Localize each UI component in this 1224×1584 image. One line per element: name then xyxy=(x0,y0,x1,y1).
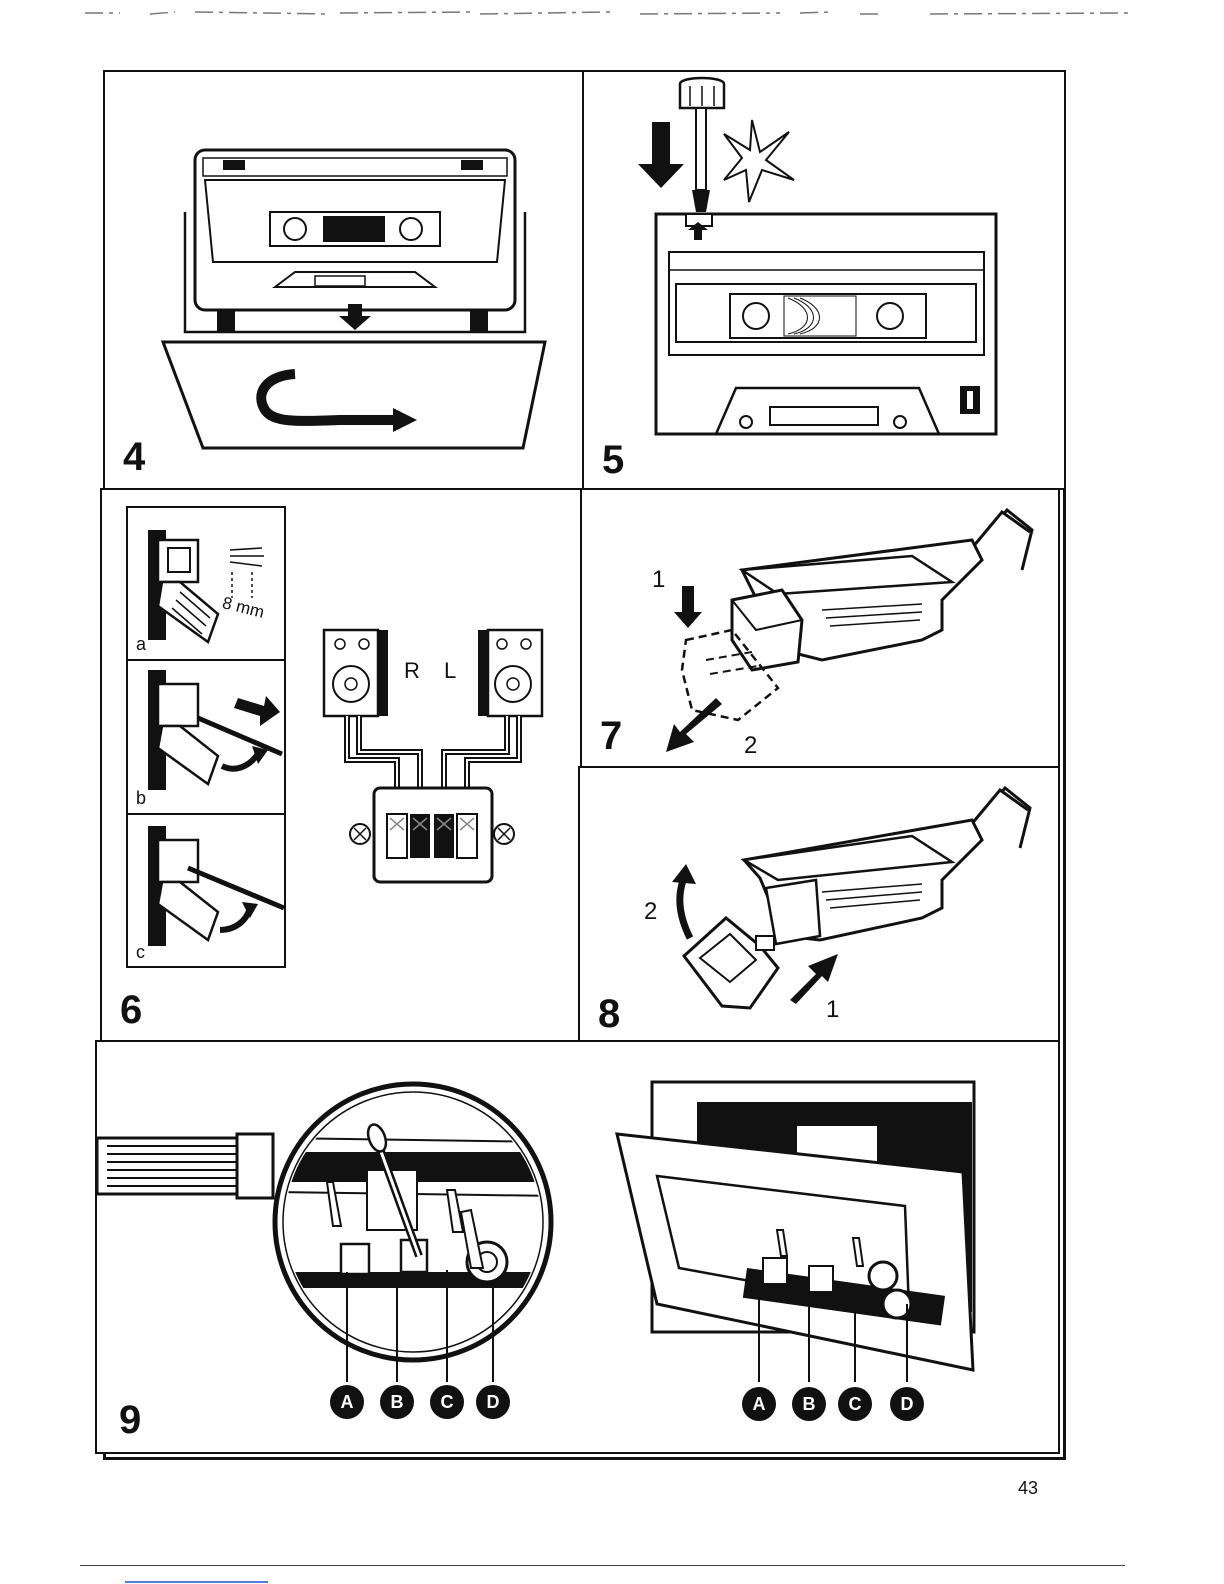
figure-8-panel: 2 1 8 xyxy=(578,766,1060,1046)
step-1-label: 1 xyxy=(826,996,839,1024)
scan-artifact-top xyxy=(0,0,1224,30)
stylus-removal-illustration xyxy=(582,490,1062,770)
callout-a-left: A xyxy=(330,1385,364,1419)
callout-c-left: C xyxy=(430,1385,464,1419)
figure-5-panel: 5 xyxy=(582,70,1066,490)
callout-a-right: A xyxy=(742,1387,776,1421)
callout-b-right: B xyxy=(792,1387,826,1421)
page-number: 43 xyxy=(1018,1478,1038,1499)
left-channel-label: L xyxy=(444,658,456,684)
step-1-label: 1 xyxy=(652,566,665,594)
figure-7-panel: 1 2 7 xyxy=(580,488,1060,768)
right-channel-label: R xyxy=(404,658,420,684)
figure-9-panel: A B C D A B C D 9 xyxy=(95,1040,1060,1454)
step-2-label: 2 xyxy=(644,898,657,926)
figure-number: 5 xyxy=(602,440,624,480)
figure-4-panel: 4 xyxy=(103,70,584,490)
speaker-connection-illustration xyxy=(102,490,584,1046)
footer-rule xyxy=(80,1565,1125,1566)
footer-link-underline xyxy=(125,1581,268,1583)
callout-d-left: D xyxy=(476,1385,510,1419)
figure-6-panel: a b c 8 mm R L 6 xyxy=(100,488,582,1044)
figure-number: 4 xyxy=(123,437,145,477)
step-c-label: c xyxy=(136,942,145,963)
step-2-label: 2 xyxy=(744,732,757,760)
cassette-insertion-illustration xyxy=(105,72,586,492)
figure-number: 9 xyxy=(119,1400,141,1440)
callout-c-right: C xyxy=(838,1387,872,1421)
step-b-label: b xyxy=(136,788,146,809)
tab-breakout-illustration xyxy=(584,72,1068,492)
figure-number: 6 xyxy=(120,990,142,1030)
figure-number: 8 xyxy=(598,994,620,1034)
figure-number: 7 xyxy=(600,716,622,756)
callout-d-right: D xyxy=(890,1387,924,1421)
step-a-label: a xyxy=(136,634,146,655)
callout-b-left: B xyxy=(380,1385,414,1419)
